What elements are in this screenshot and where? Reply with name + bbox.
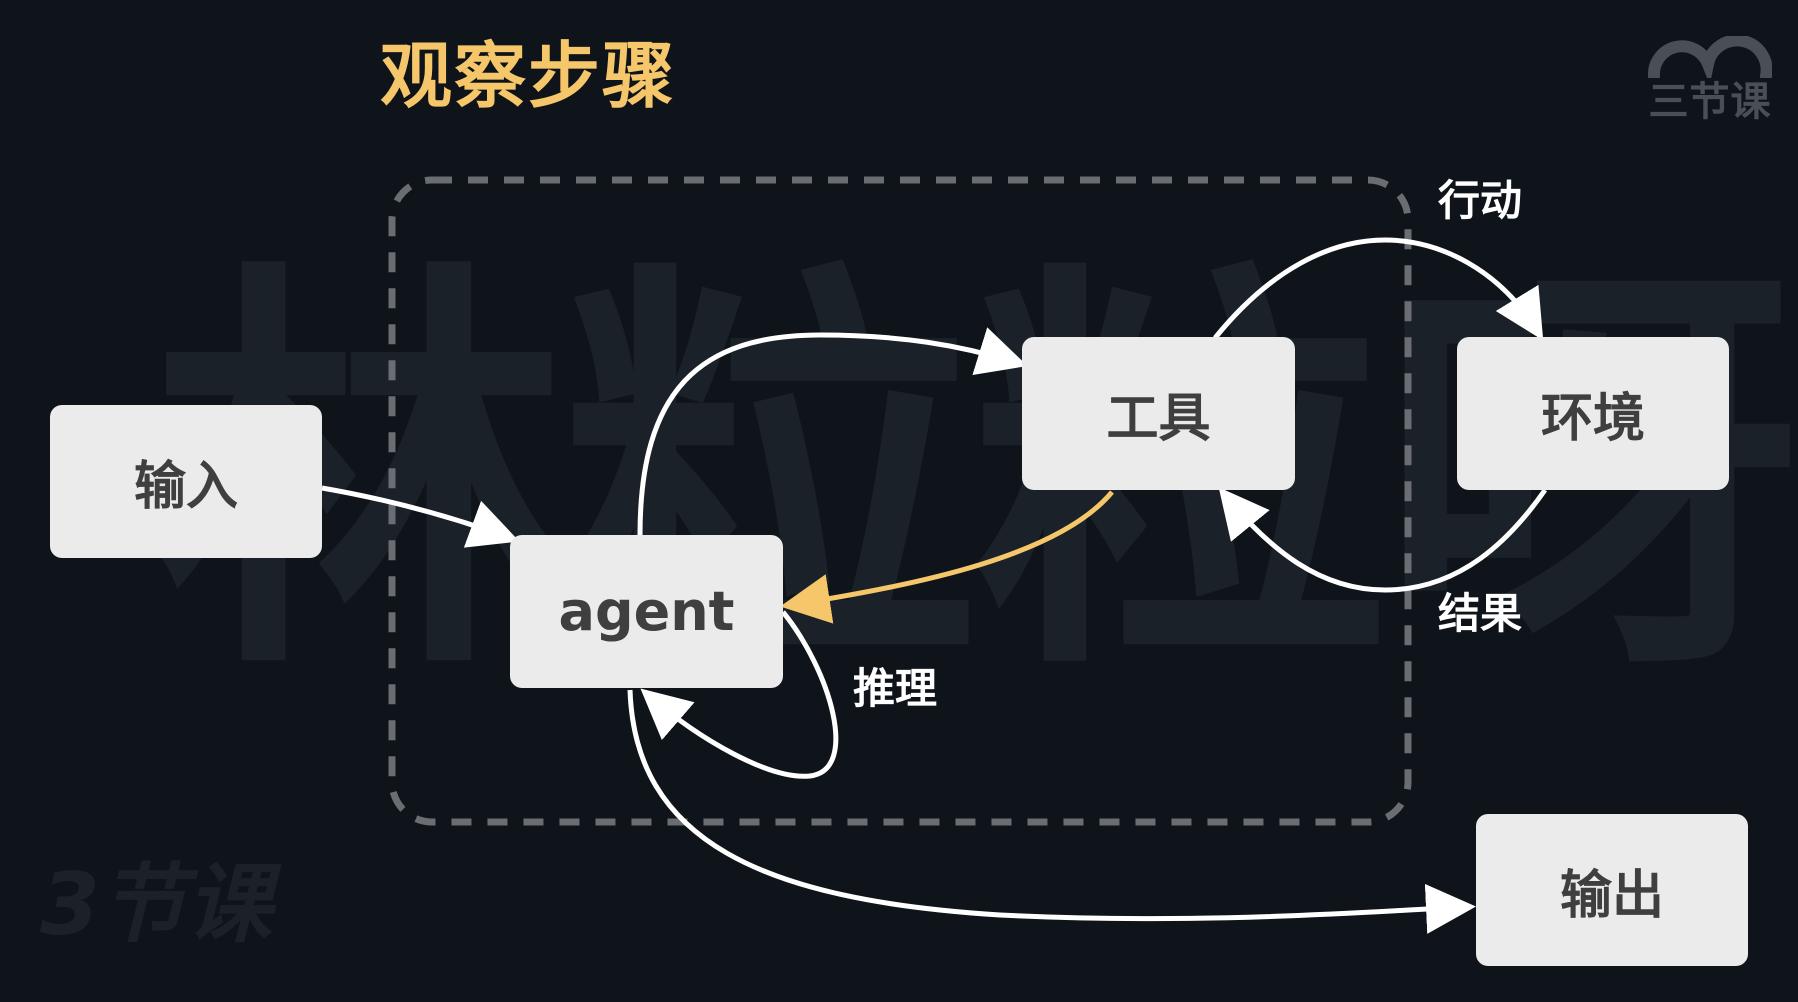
node-agent: agent bbox=[510, 535, 783, 688]
edge-label-action: 行动 bbox=[1438, 176, 1523, 225]
node-agent-label: agent bbox=[558, 580, 735, 643]
page-title: 观察步骤 bbox=[380, 34, 677, 118]
brand-text: 三节课 bbox=[1648, 79, 1772, 125]
brand-logo: 三节课 bbox=[1640, 30, 1780, 130]
edge-label-result: 结果 bbox=[1438, 589, 1523, 638]
edge-agent-to-tool bbox=[637, 327, 1028, 536]
node-input-label: 输入 bbox=[133, 457, 238, 517]
edge-tool-to-env bbox=[1213, 237, 1544, 341]
edge-agent-self-loop bbox=[640, 610, 839, 779]
brand-arc-icon bbox=[1648, 36, 1772, 78]
edge-input-to-agent bbox=[321, 485, 520, 548]
node-env: 环境 bbox=[1457, 337, 1729, 490]
node-tool-label: 工具 bbox=[1106, 389, 1211, 449]
node-env-label: 环境 bbox=[1540, 389, 1645, 449]
node-input: 输入 bbox=[50, 405, 322, 558]
edge-env-to-tool bbox=[1218, 487, 1548, 593]
agent-boundary bbox=[388, 176, 1412, 826]
edge-tool-to-agent bbox=[780, 490, 1114, 624]
edge-agent-to-output bbox=[627, 689, 1476, 934]
node-output-label: 输出 bbox=[1559, 865, 1664, 926]
node-tool: 工具 bbox=[1022, 337, 1295, 490]
edge-label-reasoning: 推理 bbox=[853, 664, 938, 713]
brand-watermark-bottom-left: 3节课 bbox=[40, 855, 272, 955]
node-output: 输出 bbox=[1476, 814, 1748, 966]
